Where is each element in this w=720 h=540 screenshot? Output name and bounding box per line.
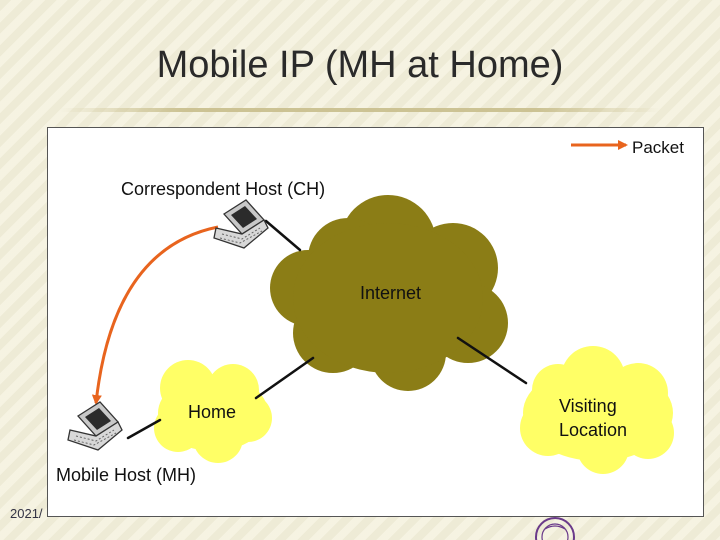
- internet-label: Internet: [360, 283, 422, 303]
- visiting-cloud: [520, 346, 674, 474]
- visiting-label-line2: Location: [559, 420, 628, 440]
- legend-packet-label: Packet: [632, 138, 684, 157]
- visiting-label-line1: Visiting: [559, 396, 617, 416]
- home-cloud: [154, 360, 272, 463]
- footer-date: 2021/: [10, 506, 43, 521]
- slide-title: Mobile IP (MH at Home): [156, 44, 564, 86]
- link-home-mh: [126, 418, 162, 440]
- home-label: Home: [188, 402, 237, 422]
- correspondent-host-label: Correspondent Host (CH): [121, 179, 326, 199]
- link-internet-visiting: [456, 336, 528, 385]
- link-internet-home: [254, 356, 315, 400]
- mobile-host-label: Mobile Host (MH): [56, 465, 197, 485]
- packet-path-arrow: [91, 225, 219, 405]
- ch-laptop-icon: [213, 199, 269, 249]
- diagram-panel: Packet Correspondent Host (CH) Internet …: [47, 127, 704, 517]
- mh-laptop-icon: [67, 401, 123, 451]
- link-ch-internet: [264, 219, 302, 252]
- network-diagram: [67, 140, 674, 474]
- university-seal-icon: [533, 515, 577, 540]
- title-divider: [60, 108, 660, 112]
- internet-cloud: [270, 195, 508, 391]
